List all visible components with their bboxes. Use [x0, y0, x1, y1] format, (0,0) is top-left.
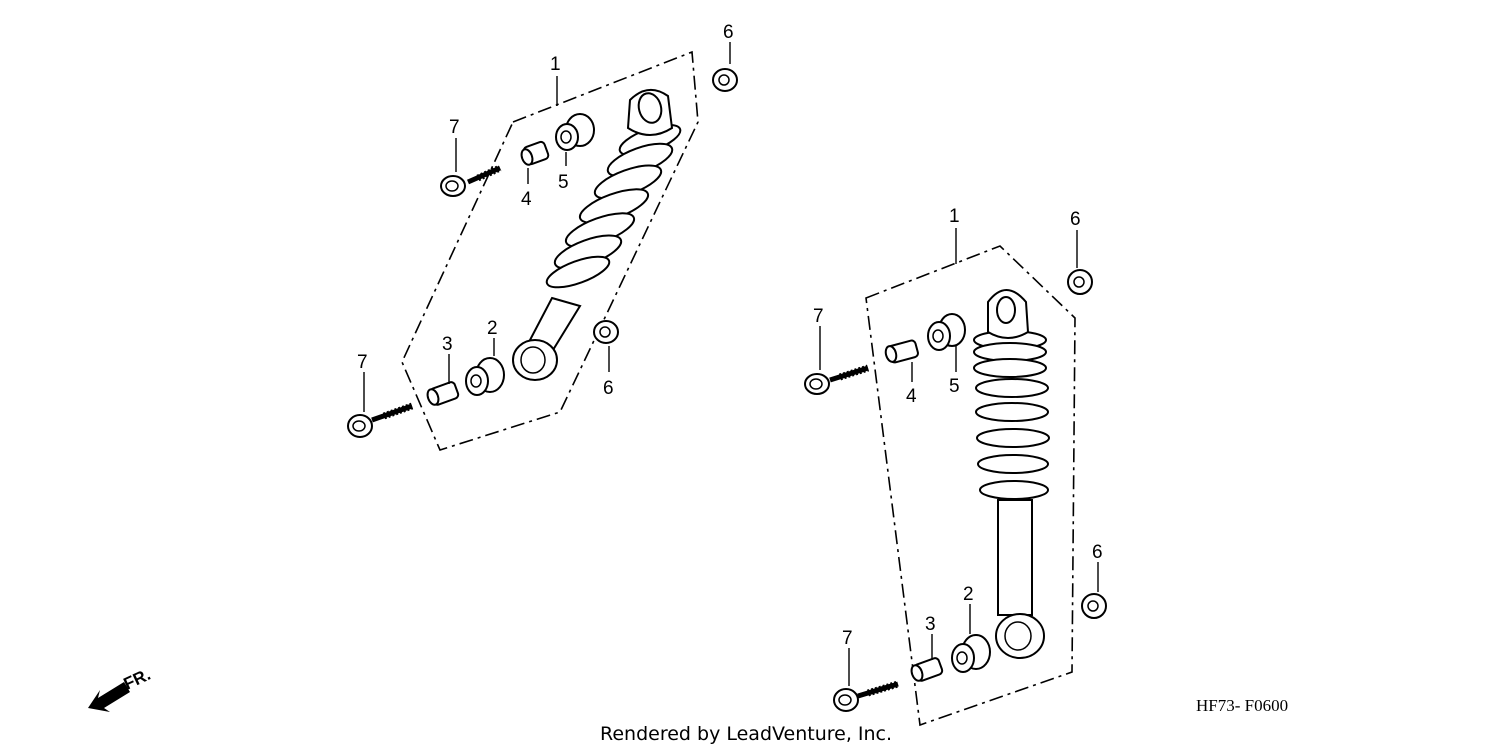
right-top-bolt[interactable] — [804, 364, 870, 395]
left-callout-collar-b: 3 — [442, 334, 453, 355]
left-bottom-bolt[interactable] — [347, 402, 414, 438]
left-shock-absorber[interactable] — [512, 89, 684, 381]
right-spring — [973, 330, 1050, 500]
right-bottom-bolt[interactable] — [833, 680, 900, 712]
right-callout-collar-d: 5 — [949, 376, 960, 397]
left-spring — [545, 123, 682, 289]
right-shock-absorber[interactable] — [973, 289, 1050, 659]
left-collar-d[interactable] — [555, 113, 595, 151]
right-callout-collar-a: 2 — [963, 584, 974, 605]
left-callout-top-nut: 6 — [723, 22, 734, 43]
right-callout-bottom-nut: 6 — [1092, 542, 1103, 563]
right-bottom-flange-nut[interactable] — [1081, 593, 1107, 619]
right-callout-collar-b: 3 — [925, 614, 936, 635]
left-collar-b[interactable] — [426, 381, 460, 406]
left-assembly: 1 7 4 5 6 6 2 3 7 — [347, 22, 738, 451]
right-collar-d[interactable] — [927, 313, 966, 351]
left-assembly-outline — [401, 50, 699, 451]
left-collar-c[interactable] — [520, 140, 550, 166]
left-callout-bottom-bolt: 7 — [357, 352, 368, 373]
left-top-bolt[interactable] — [440, 164, 502, 197]
diagram-code: HF73- F0600 — [1196, 696, 1288, 715]
right-callout-bottom-bolt: 7 — [842, 628, 853, 649]
left-callout-bottom-nut: 6 — [603, 378, 614, 399]
left-collar-a[interactable] — [465, 357, 505, 396]
right-callout-top-bolt: 7 — [813, 306, 824, 327]
left-callout-collar-d: 5 — [558, 172, 569, 193]
right-assembly: 1 6 7 4 5 6 2 3 7 — [804, 206, 1107, 727]
left-top-flange-nut[interactable] — [712, 68, 738, 92]
right-collar-c[interactable] — [884, 339, 919, 364]
left-callout-collar-c: 4 — [521, 189, 532, 210]
left-callout-top-bolt: 7 — [449, 117, 460, 138]
left-bottom-flange-nut[interactable] — [593, 320, 619, 344]
right-collar-a[interactable] — [951, 634, 991, 673]
right-assembly-outline — [865, 245, 1076, 727]
left-callout-collar-a: 2 — [487, 318, 498, 339]
render-credit: Rendered by LeadVenture, Inc. — [600, 723, 892, 745]
right-collar-b[interactable] — [910, 657, 944, 682]
front-direction-arrow-icon — [88, 682, 130, 712]
left-callout-shock-absorber: 1 — [550, 54, 561, 75]
right-callout-top-nut: 6 — [1070, 209, 1081, 230]
right-callout-shock-absorber: 1 — [949, 206, 960, 227]
right-callout-collar-c: 4 — [906, 386, 917, 407]
right-top-flange-nut[interactable] — [1067, 269, 1093, 295]
